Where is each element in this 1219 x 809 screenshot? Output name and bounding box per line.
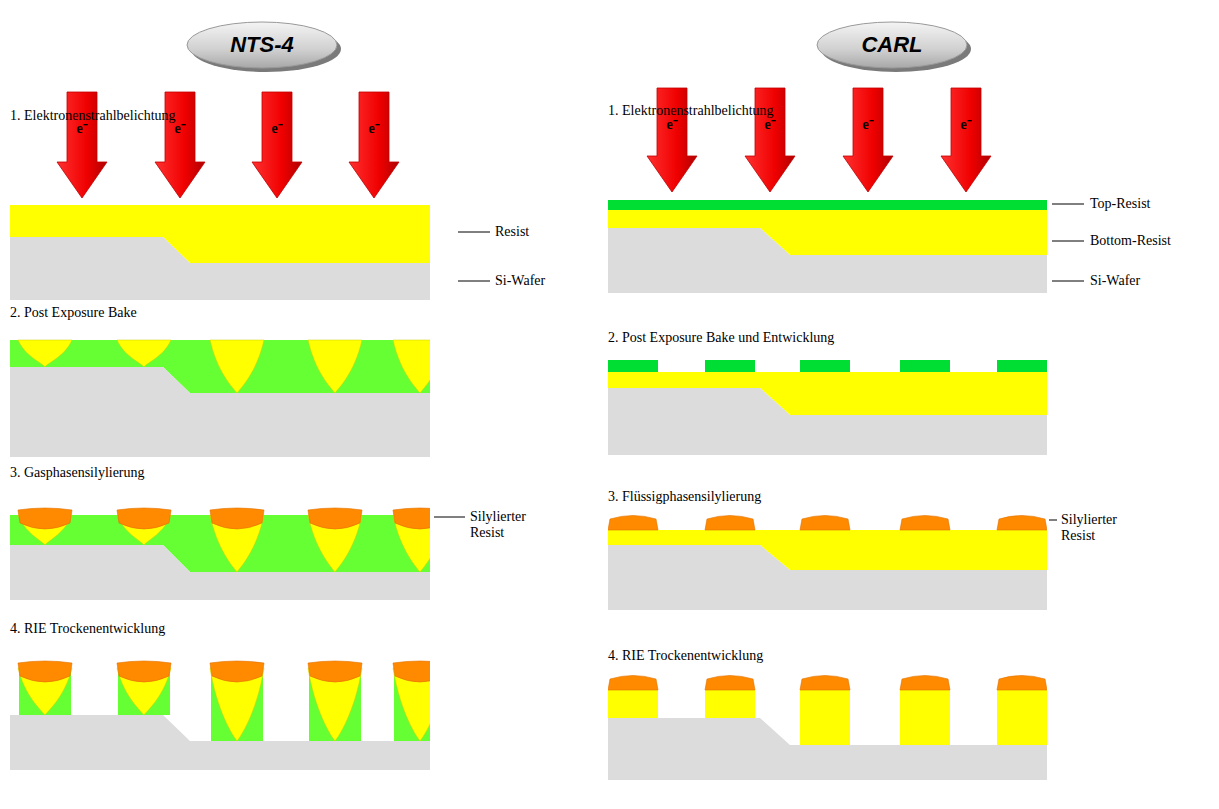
electron-beam-arrow: e⁻ bbox=[843, 88, 893, 192]
text-label: Resist bbox=[495, 224, 529, 240]
si-wafer bbox=[608, 228, 1047, 293]
si-wafer bbox=[10, 545, 430, 600]
silylated-cap bbox=[800, 516, 850, 531]
text-label: 4. RIE Trockenentwicklung bbox=[608, 648, 763, 664]
text-label: 1. Elektronenstrahlbelichtung bbox=[608, 103, 774, 119]
carl-column bbox=[608, 200, 1047, 780]
arrow-outline bbox=[349, 92, 399, 198]
leader-line bbox=[458, 232, 490, 233]
silylated-cap bbox=[997, 516, 1047, 531]
unexposed-resist bbox=[393, 340, 430, 393]
silylated-cap bbox=[18, 508, 72, 529]
electron-label: e⁻ bbox=[941, 114, 991, 133]
nts4-column bbox=[10, 205, 430, 770]
arrow-shape bbox=[155, 92, 205, 198]
si-wafer bbox=[608, 388, 1047, 455]
electron-label: e⁻ bbox=[349, 118, 399, 137]
top-resist bbox=[608, 200, 1047, 210]
text-label: 3. Gasphasensilylierung bbox=[10, 465, 145, 481]
ellipse-body bbox=[817, 22, 967, 68]
text-label: 2. Post Exposure Bake und Entwicklung bbox=[608, 330, 834, 346]
top-resist-line bbox=[608, 360, 658, 372]
silylated-cap bbox=[900, 676, 950, 691]
silylated-cap bbox=[210, 508, 264, 529]
layer-label: Silylierter Resist bbox=[470, 509, 552, 541]
electron-beam-arrow: e⁻ bbox=[155, 92, 205, 198]
silylated-cap bbox=[705, 676, 755, 691]
top-resist-line bbox=[997, 360, 1047, 372]
leader-line bbox=[434, 517, 465, 518]
arrow-shape bbox=[57, 92, 107, 198]
arrow-shape bbox=[252, 92, 302, 198]
ellipse-body bbox=[187, 22, 337, 68]
silylated-cap bbox=[608, 676, 658, 691]
resist-pillar bbox=[608, 690, 658, 718]
text-label: 2. Post Exposure Bake bbox=[10, 305, 137, 321]
electron-beam-arrow: e⁻ bbox=[252, 92, 302, 198]
resist-pillar bbox=[900, 690, 950, 745]
top-resist-line bbox=[800, 360, 850, 372]
silylated-cap bbox=[608, 516, 658, 531]
leader-line bbox=[1052, 281, 1084, 282]
title-ellipse: CARL bbox=[817, 22, 967, 68]
resist-pillar bbox=[800, 690, 850, 745]
top-resist-line bbox=[705, 360, 755, 372]
electron-label: e⁻ bbox=[843, 114, 893, 133]
column-title: NTS-4 bbox=[187, 32, 337, 58]
resist-pillar bbox=[997, 690, 1047, 745]
arrow-outline bbox=[843, 88, 893, 192]
silylated-cap bbox=[997, 676, 1047, 691]
silylated-cap bbox=[705, 516, 755, 531]
text-label: Si-Wafer bbox=[1090, 273, 1140, 289]
arrow-outline bbox=[252, 92, 302, 198]
title-ellipse: NTS-4 bbox=[187, 22, 337, 68]
arrow-outline bbox=[57, 92, 107, 198]
text-label: Top-Resist bbox=[1090, 196, 1150, 212]
leader-line bbox=[1052, 241, 1084, 242]
leader-line bbox=[1049, 520, 1057, 521]
layer-label: Silylierter Resist bbox=[1061, 512, 1143, 544]
arrow-shape bbox=[349, 92, 399, 198]
arrow-shape bbox=[941, 88, 991, 192]
text-label: Bottom-Resist bbox=[1090, 233, 1171, 249]
silylated-cap bbox=[18, 661, 72, 682]
unexposed-resist bbox=[18, 340, 72, 367]
arrow-shape bbox=[843, 88, 893, 192]
electron-beam-arrow: e⁻ bbox=[349, 92, 399, 198]
text-label: 4. RIE Trockenentwicklung bbox=[10, 621, 165, 637]
silylated-cap bbox=[393, 508, 430, 529]
unexposed-resist bbox=[117, 340, 171, 367]
silylated-cap bbox=[900, 516, 950, 531]
unexposed-resist bbox=[210, 340, 264, 393]
silylated-cap bbox=[308, 508, 362, 529]
silylated-cap bbox=[800, 676, 850, 691]
arrow-outline bbox=[941, 88, 991, 192]
electron-label: e⁻ bbox=[252, 118, 302, 137]
leader-line bbox=[458, 281, 490, 282]
resist-pillar bbox=[705, 690, 755, 718]
si-wafer bbox=[10, 237, 430, 300]
arrow-outline bbox=[155, 92, 205, 198]
silylated-cap bbox=[210, 661, 264, 682]
electron-beam-arrow: e⁻ bbox=[57, 92, 107, 198]
text-label: 1. Elektronenstrahlbelichtung bbox=[10, 108, 176, 124]
column-title: CARL bbox=[817, 32, 967, 58]
si-wafer bbox=[10, 367, 430, 457]
si-wafer bbox=[608, 545, 1047, 610]
text-label: 3. Flüssigphasensilylierung bbox=[608, 489, 761, 505]
leader-line bbox=[1052, 204, 1084, 205]
top-resist-line bbox=[900, 360, 950, 372]
silylated-cap bbox=[308, 661, 362, 682]
unexposed-resist bbox=[308, 340, 362, 393]
silylated-cap bbox=[393, 661, 430, 682]
silylated-cap bbox=[117, 508, 171, 529]
electron-beam-arrow: e⁻ bbox=[941, 88, 991, 192]
text-label: Si-Wafer bbox=[495, 273, 545, 289]
silylated-cap bbox=[117, 661, 171, 682]
